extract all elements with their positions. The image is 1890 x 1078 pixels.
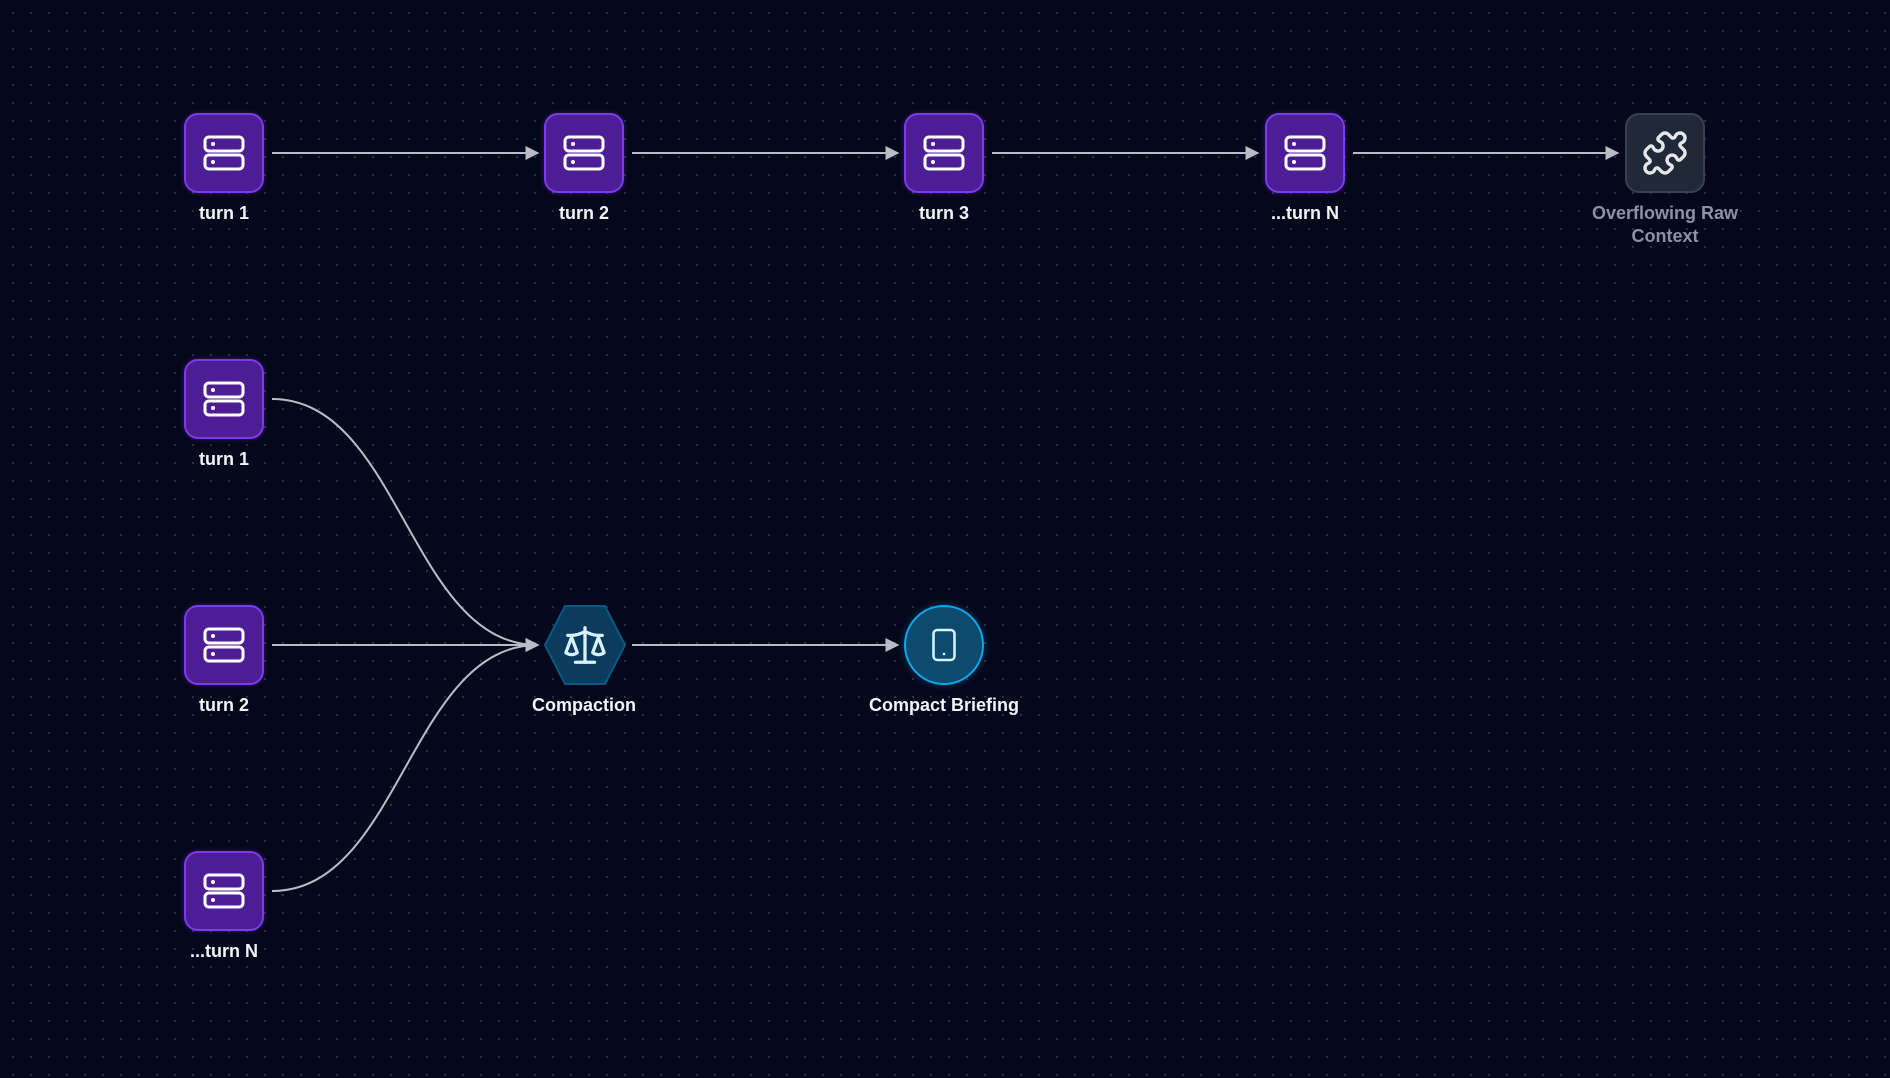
- node-bottom-turn-n[interactable]: [184, 851, 264, 931]
- node-bottom-turn-2[interactable]: [184, 605, 264, 685]
- puzzle-icon: [1643, 131, 1687, 175]
- node-compaction[interactable]: [544, 605, 626, 685]
- database-icon: [1284, 135, 1326, 171]
- label-overflow: Overflowing Raw Context: [1591, 203, 1739, 246]
- tablet-icon: [932, 628, 956, 662]
- node-overflow[interactable]: [1625, 113, 1705, 193]
- database-icon: [203, 627, 245, 663]
- label-bottom-turn-1: turn 1: [198, 449, 249, 469]
- label-bottom-turn-2: turn 2: [198, 695, 249, 715]
- database-icon: [923, 135, 965, 171]
- label-top-turn-3: turn 3: [918, 203, 969, 223]
- node-bottom-turn-1[interactable]: [184, 359, 264, 439]
- label-bottom-turn-n: ...turn N: [190, 941, 258, 961]
- node-top-turn-3[interactable]: [904, 113, 984, 193]
- scale-icon: [564, 626, 606, 664]
- node-top-turn-n[interactable]: [1265, 113, 1345, 193]
- label-compact-briefing: Compact Briefing: [868, 695, 1019, 715]
- node-top-turn-1[interactable]: [184, 113, 264, 193]
- database-icon: [563, 135, 605, 171]
- label-compaction: Compaction: [531, 695, 636, 715]
- database-icon: [203, 381, 245, 417]
- database-icon: [203, 873, 245, 909]
- edge-bottom-turn-1-to-compaction: [271, 398, 540, 652]
- database-icon: [203, 135, 245, 171]
- label-top-turn-2: turn 2: [558, 203, 609, 223]
- node-top-turn-2[interactable]: [544, 113, 624, 193]
- edge-bottom-turn-n-to-compaction: [271, 638, 540, 892]
- node-compact-briefing[interactable]: [904, 605, 984, 685]
- label-top-turn-1: turn 1: [198, 203, 249, 223]
- label-top-turn-n: ...turn N: [1271, 203, 1339, 223]
